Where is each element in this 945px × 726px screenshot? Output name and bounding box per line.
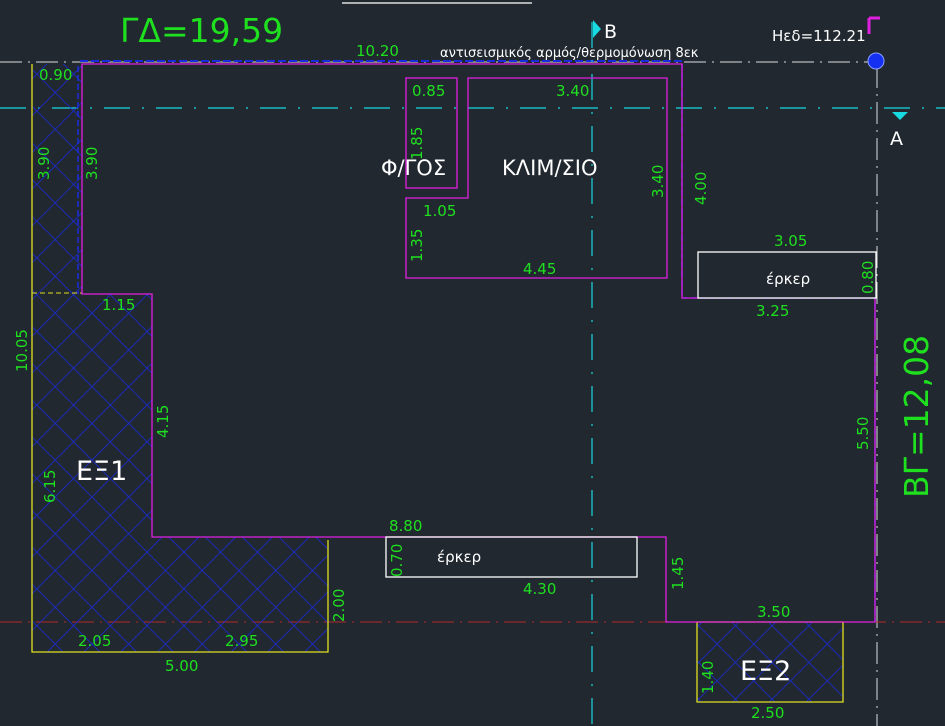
- dim-1-15: 1.15: [102, 296, 135, 314]
- exit-2-label: ΕΞ2: [740, 656, 791, 687]
- dim-2-05: 2.05: [78, 632, 111, 650]
- dim-3-40-right: 3.40: [649, 165, 667, 198]
- exit-1-label: ΕΞ1: [76, 456, 127, 487]
- room-stair-label: ΚΛΙΜ/ΣΙΟ: [502, 156, 598, 180]
- dim-3-05: 3.05: [774, 232, 807, 250]
- dim-0-70: 0.70: [388, 544, 406, 577]
- section-b-arrow-icon: [593, 20, 601, 38]
- dim-2-50: 2.50: [751, 704, 784, 722]
- dim-0-90: 0.90: [39, 66, 72, 84]
- dim-3-90-left: 3.90: [35, 147, 53, 180]
- building-outline: [81, 63, 876, 623]
- dim-1-40: 1.40: [699, 661, 717, 694]
- exit-1-hatch: [32, 64, 328, 652]
- dim-3-90-right: 3.90: [83, 147, 101, 180]
- bay-window-top: [697, 251, 877, 299]
- wc-outline: [405, 77, 458, 189]
- dim-3-25: 3.25: [756, 302, 789, 320]
- dim-3-40-top: 3.40: [556, 82, 589, 100]
- dim-1-35: 1.35: [408, 229, 426, 262]
- section-g-mark-icon: [867, 16, 880, 34]
- bay-window-bottom: [385, 536, 638, 578]
- joint-note: αντισεισμικός αρμός/θερμομόνωση 8εκ: [440, 46, 699, 61]
- dim-0-80: 0.80: [859, 261, 877, 294]
- elevation-label: Hεδ=112.21: [772, 27, 866, 45]
- section-a-label: A: [890, 128, 903, 150]
- dim-5-00: 5.00: [165, 657, 198, 675]
- dim-1-85: 1.85: [408, 127, 426, 160]
- dim-4-15: 4.15: [154, 405, 172, 438]
- dim-5-50: 5.50: [854, 417, 872, 450]
- room-wc-label: Φ/ΓΟΣ: [381, 156, 446, 180]
- dim-10-05: 10.05: [13, 329, 31, 372]
- dim-4-45: 4.45: [523, 260, 556, 278]
- dim-1-05: 1.05: [423, 202, 456, 220]
- dim-6-15: 6.15: [41, 470, 59, 503]
- column-marker: [867, 52, 885, 70]
- section-b-label: B: [604, 21, 617, 43]
- section-a-arrow-icon: [892, 112, 908, 120]
- dim-2-00: 2.00: [330, 589, 348, 622]
- dim-10-20: 10.20: [356, 42, 399, 60]
- dim-8-80: 8.80: [389, 517, 422, 535]
- title-left: ΓΔ=19,59: [120, 11, 283, 50]
- bay-top-label: έρκερ: [766, 270, 810, 288]
- dim-4-00: 4.00: [692, 172, 710, 205]
- stair-outline: [405, 77, 668, 279]
- dim-4-30: 4.30: [523, 580, 556, 598]
- dim-3-50: 3.50: [757, 603, 790, 621]
- dim-1-45: 1.45: [669, 557, 687, 590]
- bay-bottom-label: έρκερ: [437, 548, 481, 566]
- exit-1-outline: [31, 64, 329, 653]
- dim-2-95: 2.95: [225, 632, 258, 650]
- dim-0-85: 0.85: [412, 82, 445, 100]
- title-right: ΒΓ=12,08: [897, 335, 936, 498]
